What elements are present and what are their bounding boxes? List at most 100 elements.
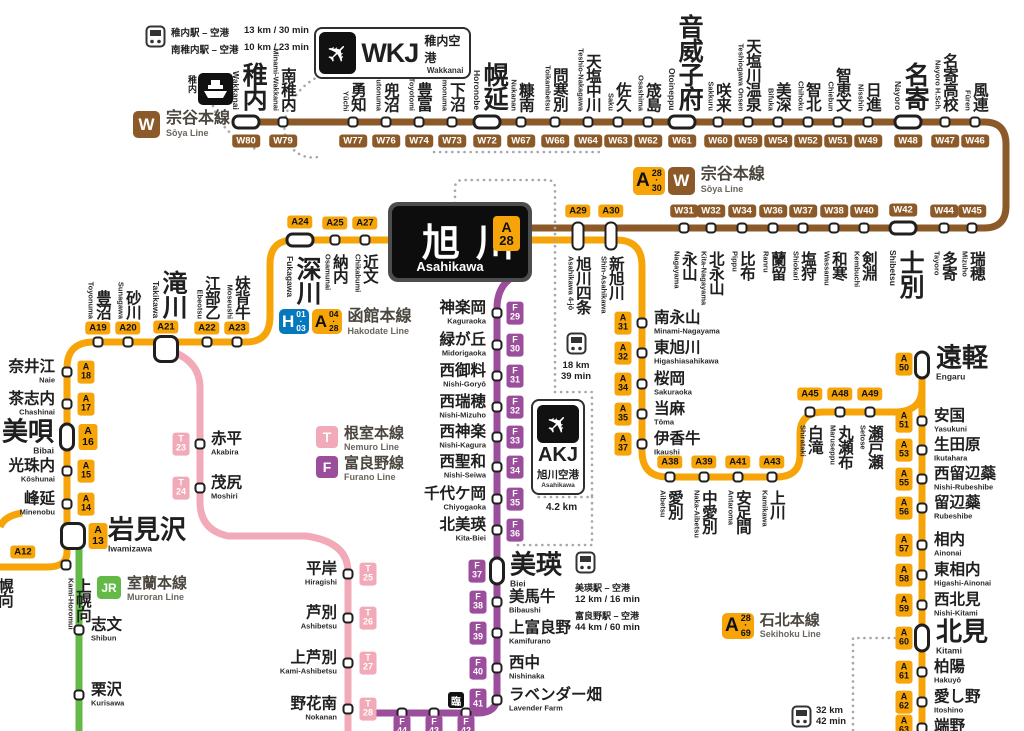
station-marker-W60 [712, 116, 724, 128]
station-marker-A14 [61, 498, 73, 510]
asahikawa-airport-sign: ✈ AKJ 旭川空港 Asahikawa [531, 399, 585, 495]
line-nemuro [166, 346, 352, 731]
station-marker-F30 [491, 339, 503, 351]
station-badge-A43: A43 [759, 455, 785, 469]
legend-subtitle: Muroran Line [127, 591, 185, 602]
station-marker-A62 [916, 696, 928, 708]
station-marker-T28 [342, 703, 354, 715]
station-badge-A12: A12 [10, 545, 36, 559]
station-marker-A29 [571, 221, 585, 251]
station-badge-A25: A25 [322, 216, 348, 230]
airport-code: WKJ [361, 37, 419, 68]
station-marker-A15 [61, 465, 73, 477]
station-badge-A24: A24 [287, 215, 313, 229]
soya-line-badge: W [133, 111, 160, 138]
station-badge-W36: W36 [759, 204, 787, 218]
station-badge-A38: A38 [657, 455, 683, 469]
station-badge-A23: A23 [224, 321, 250, 335]
station-marker-W80 [231, 114, 261, 130]
legend-subtitle: Sōya Line [700, 183, 744, 194]
station-label-A63: 端野 [934, 717, 966, 731]
station-badge-W40: W40 [850, 204, 878, 218]
station-badge-W45: W45 [958, 204, 986, 218]
station-marker-A27 [359, 234, 371, 246]
kitami-bus-note: 32 km 42 min [791, 705, 846, 728]
station-marker-F31 [491, 370, 503, 382]
a-line-badge: A 28 · 30 [633, 167, 665, 195]
station-marker-T23 [194, 438, 206, 450]
station-marker-W73 [446, 116, 458, 128]
station-marker-F29 [491, 307, 503, 319]
station-marker-W44 [938, 222, 950, 234]
station-marker-W72 [472, 114, 502, 130]
station-badge-A30: A30 [598, 204, 624, 218]
legend-subtitle: Furano Line [344, 471, 396, 482]
station-marker-T24 [194, 482, 206, 494]
station-marker-W62 [642, 116, 654, 128]
station-badge-A39: A39 [691, 455, 717, 469]
legend-subtitle: Sōya Line [166, 127, 209, 138]
station-marker-A16 [59, 422, 75, 452]
station-badge-W44: W44 [930, 204, 958, 218]
a-line-badge: A 28 · 69 [722, 613, 754, 639]
station-badge-W64: W64 [574, 134, 602, 148]
station-marker-W63 [612, 116, 624, 128]
station-badge-W47: W47 [931, 134, 959, 148]
station-marker-A25 [329, 234, 341, 246]
station-marker-W51 [832, 116, 844, 128]
station-badge-A20: A20 [115, 321, 141, 335]
station-marker-F40 [491, 662, 503, 674]
ferry-icon [198, 73, 233, 105]
bus-icon [566, 332, 586, 355]
station-marker-A55 [916, 473, 928, 485]
asahikawa-station-sign: 旭川 A 28 Asahikawa [388, 202, 532, 282]
station-marker-A48 [834, 406, 846, 418]
station-marker-T25 [342, 568, 354, 580]
station-badge-A19: A19 [85, 321, 111, 335]
airport-name-jp: 稚内空港 [424, 33, 461, 65]
station-marker-W66 [549, 116, 561, 128]
station-marker-A32 [636, 347, 648, 359]
station-marker-A12 [60, 559, 72, 571]
